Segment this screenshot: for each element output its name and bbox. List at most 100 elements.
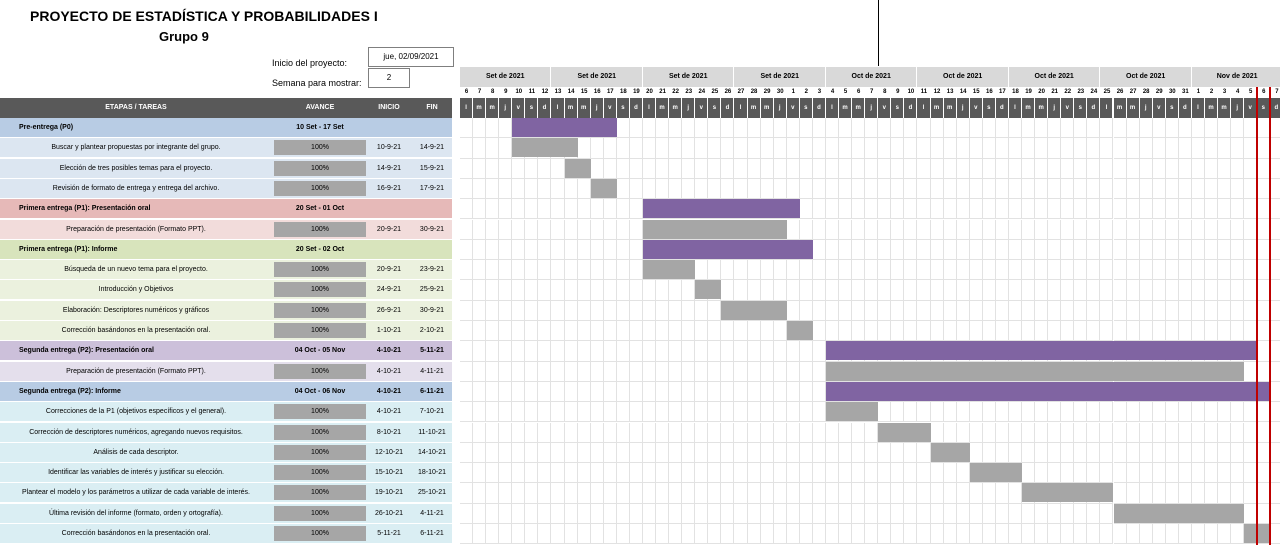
day-number: 11 <box>528 89 536 95</box>
gantt-cell <box>747 341 761 362</box>
task-row[interactable]: Elección de tres posibles temas para el … <box>0 158 452 179</box>
task-row[interactable]: Búsqueda de un nuevo tema para el proyec… <box>0 260 452 281</box>
phase-bar[interactable] <box>825 381 1271 401</box>
day-letter: s <box>982 98 996 118</box>
gantt-cell <box>891 402 905 423</box>
gantt-cell <box>878 138 892 159</box>
task-bar[interactable] <box>825 361 1245 381</box>
gantt-cell <box>708 483 722 504</box>
task-row[interactable]: Corrección basándonos en la presentación… <box>0 321 452 341</box>
gantt-cell <box>1126 118 1140 139</box>
task-bar[interactable] <box>590 178 617 198</box>
gantt-cell <box>878 402 892 423</box>
task-bar[interactable] <box>564 158 591 178</box>
task-row[interactable]: Revisión de formato de entrega y entrega… <box>0 178 452 199</box>
gantt-cell <box>1270 240 1280 261</box>
gantt-cell <box>1270 321 1280 342</box>
gantt-cell <box>747 442 761 464</box>
gantt-cell <box>891 442 905 464</box>
gantt-cell <box>1191 199 1205 220</box>
gantt-cell <box>1139 442 1153 464</box>
gantt-cell <box>982 442 996 464</box>
task-bar[interactable] <box>969 463 1022 483</box>
gantt-cell <box>1139 402 1153 423</box>
week-display-input[interactable]: 2 <box>368 68 410 88</box>
task-bar[interactable] <box>1022 483 1114 503</box>
gantt-cell <box>1139 300 1153 321</box>
task-row[interactable]: Preparación de presentación (Formato PPT… <box>0 361 452 382</box>
task-row[interactable]: Última revisión del informe (formato, or… <box>0 503 452 524</box>
gantt-cell <box>708 138 722 159</box>
gantt-cell <box>642 321 657 342</box>
day-number: 4 <box>1235 89 1240 95</box>
gantt-cell <box>773 503 787 524</box>
task-row[interactable]: Corrección de descriptores numéricos, ag… <box>0 422 452 443</box>
task-row[interactable]: Corrección basándonos en la presentación… <box>0 524 452 544</box>
phase-bar[interactable] <box>642 239 813 259</box>
gantt-cell <box>799 402 813 423</box>
gantt-cell <box>616 178 630 200</box>
task-bar[interactable] <box>825 402 879 422</box>
phase-bar[interactable] <box>512 118 617 137</box>
gantt-cell <box>904 402 918 423</box>
task-row[interactable]: Elaboración: Descriptores numéricos y gr… <box>0 300 452 321</box>
gantt-cell <box>577 381 591 403</box>
task-row[interactable]: Correcciones de la P1 (objetivos específ… <box>0 402 452 423</box>
gantt-cell <box>1165 422 1179 443</box>
gantt-cell <box>616 138 630 159</box>
gantt-cell <box>1035 280 1049 301</box>
gantt-cell <box>1231 442 1245 464</box>
phase-row[interactable]: Pre-entrega (P0)10 Set - 17 Set <box>0 118 452 138</box>
gantt-cell <box>1270 423 1280 443</box>
task-bar[interactable] <box>878 422 931 442</box>
gantt-cell <box>1022 178 1036 200</box>
day-number: 3 <box>1222 89 1227 95</box>
gantt-cell <box>1008 321 1022 342</box>
column-header-start: INICIO <box>378 104 400 111</box>
task-row[interactable]: Análisis de cada descriptor.100%12-10-21… <box>0 442 452 463</box>
day-letter: m <box>486 98 500 118</box>
task-bar[interactable] <box>512 138 578 158</box>
gantt-cell <box>1035 158 1049 179</box>
gantt-cell <box>1100 239 1114 261</box>
task-bar[interactable] <box>695 280 722 300</box>
task-bar[interactable] <box>642 260 696 280</box>
task-row[interactable]: Buscar y plantear propuestas por integra… <box>0 138 452 159</box>
task-row[interactable]: Identificar las variables de interés y j… <box>0 463 452 484</box>
gantt-cell <box>1048 442 1062 464</box>
phase-bar[interactable] <box>825 341 1258 361</box>
gantt-cell <box>891 239 905 261</box>
day-number: 9 <box>896 89 900 95</box>
gantt-cell <box>982 422 996 443</box>
task-bar[interactable] <box>1113 503 1245 523</box>
task-bar[interactable] <box>786 321 813 340</box>
task-start-date <box>366 240 412 259</box>
gantt-cell <box>538 219 552 240</box>
task-row[interactable]: Preparación de presentación (Formato PPT… <box>0 219 452 240</box>
gantt-cell <box>852 280 866 301</box>
task-end-date: 18-10-21 <box>417 469 447 477</box>
gantt-cell <box>551 402 565 423</box>
gantt-cell <box>1008 260 1022 281</box>
project-start-input[interactable]: jue, 02/09/2021 <box>368 47 454 67</box>
task-name: Pre-entrega (P0) <box>19 124 74 131</box>
task-end-date: 4-11-21 <box>420 509 444 517</box>
task-bar[interactable] <box>642 219 787 239</box>
gantt-cell <box>538 422 552 443</box>
gantt-cell <box>486 463 500 484</box>
gantt-cell <box>1100 138 1114 159</box>
task-row[interactable]: Plantear el modelo y los parámetros a ut… <box>0 483 452 504</box>
day-letter: m <box>473 98 487 118</box>
gantt-cell <box>773 158 787 179</box>
task-bar[interactable] <box>721 300 787 320</box>
phase-bar[interactable] <box>642 199 800 219</box>
gantt-cell <box>590 158 604 179</box>
day-number: 18 <box>620 89 627 95</box>
task-bar[interactable] <box>930 442 970 462</box>
day-number: 13 <box>946 89 954 95</box>
